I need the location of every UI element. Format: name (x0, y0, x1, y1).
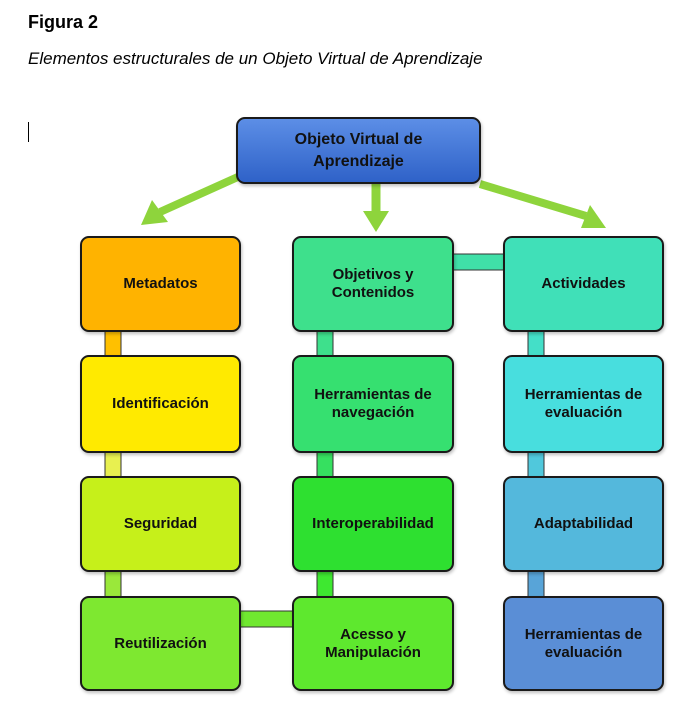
node-label: Identificación (112, 395, 209, 412)
node-herramientas-navegacion: Herramientas de navegación (292, 355, 454, 453)
arrow-to-col1 (141, 172, 242, 225)
arrow-to-col2 (363, 184, 389, 232)
connector-c3-2 (527, 450, 545, 480)
node-label: Reutilización (114, 634, 207, 652)
node-adaptabilidad: Adaptabilidad (503, 476, 664, 572)
node-label: Acesso y Manipulación (325, 625, 421, 661)
connector-c2-c3-top (451, 253, 507, 271)
node-seguridad: Seguridad (80, 476, 241, 572)
node-label: Interoperabilidad (312, 515, 434, 532)
node-herramientas-evaluacion-2: Herramientas de evaluación (503, 596, 664, 691)
node-acesso-manipulacion: Acesso y Manipulación (292, 596, 454, 691)
node-label: Actividades (541, 275, 626, 292)
node-interoperabilidad: Interoperabilidad (292, 476, 454, 572)
connector-c3-1 (527, 329, 545, 359)
node-label: Herramientas de evaluación (524, 386, 643, 421)
connector-c1-c2-bottom (238, 610, 296, 628)
node-root-label: Objeto Virtual de Aprendizaje (294, 130, 423, 170)
connector-c1-2 (104, 450, 122, 480)
connector-c1-1 (104, 329, 122, 359)
arrow-to-col3 (478, 180, 606, 228)
connector-c1-3 (104, 569, 122, 600)
node-label: Herramientas de navegación (314, 386, 432, 421)
node-root: Objeto Virtual de Aprendizaje (236, 117, 481, 184)
node-label: Adaptabilidad (533, 515, 634, 532)
node-metadatos: Metadatos (80, 236, 241, 332)
node-label: Herramientas de evaluación (524, 625, 643, 661)
node-label: Seguridad (123, 515, 198, 532)
node-label: Metadatos (123, 275, 198, 292)
node-herramientas-evaluacion-1: Herramientas de evaluación (503, 355, 664, 453)
node-objetivos-contenidos: Objetivos y Contenidos (292, 236, 454, 332)
figure-label: Figura 2 (28, 12, 99, 32)
node-identificacion: Identificación (80, 355, 241, 453)
connector-c3-3 (527, 569, 545, 600)
node-reutilizacion: Reutilización (80, 596, 241, 691)
connector-c2-1 (316, 329, 334, 359)
connector-c2-2 (316, 450, 334, 480)
text-cursor (28, 122, 29, 142)
node-label: Objetivos y Contenidos (331, 266, 415, 301)
node-actividades: Actividades (503, 236, 664, 332)
figure-title: Elementos estructurales de un Objeto Vir… (28, 49, 483, 68)
connector-c2-3 (316, 569, 334, 600)
